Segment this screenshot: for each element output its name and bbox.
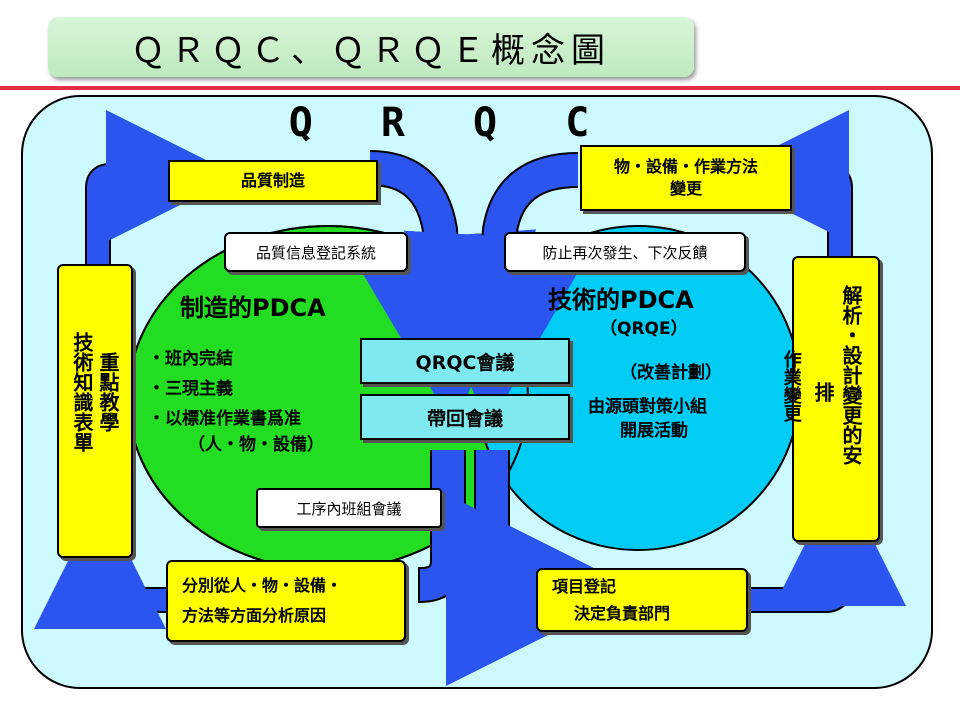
- key-teaching-text: 重點教學: [96, 352, 120, 432]
- right-pdca-activity-2: 開展活動: [620, 421, 688, 441]
- process-team-meeting-box: 工序內班組會議: [256, 488, 442, 528]
- right-pdca-circle: [475, 225, 801, 551]
- prevent-recurrence-box: 防止再次發生、下次反饋: [504, 232, 746, 272]
- quality-info-system-box: 品質信息登記系統: [224, 232, 408, 272]
- cause-analysis-line1: 分別從人・物・設備・: [182, 575, 343, 595]
- work-change-text: 作業變更: [780, 350, 802, 422]
- qrqc-heading: Q R Q C: [289, 100, 612, 146]
- change-box: 物・設備・作業方法 變更: [580, 145, 792, 211]
- item-registration-line1: 項目登記: [552, 576, 617, 596]
- cause-analysis-box: 分別從人・物・設備・ 方法等方面分析原因: [166, 560, 406, 642]
- title-divider: [0, 86, 960, 90]
- left-pdca-item-2: ・三現主義: [148, 379, 233, 399]
- cause-analysis-line2: 方法等方面分析原因: [182, 606, 327, 625]
- right-design-column: [792, 256, 880, 542]
- left-pdca-heading: 制造的PDCA: [180, 294, 326, 322]
- quality-manufacture-box: 品質制造: [168, 160, 378, 202]
- technical-knowledge-form-text: 技術知識表單: [70, 332, 94, 452]
- qrqc-meeting-box: QRQC會議: [360, 338, 570, 384]
- right-pdca-activity-1: 由源頭對策小組: [588, 397, 707, 417]
- left-pdca-item-3: ・以標准作業書爲准: [148, 409, 301, 429]
- item-registration-line2: 決定負責部門: [574, 604, 671, 623]
- left-pdca-item-4: （人・物・設備）: [188, 435, 324, 455]
- left-pdca-item-1: ・班內完結: [148, 349, 233, 369]
- change-box-line2: 變更: [669, 179, 702, 198]
- return-meeting-box: 帶回會議: [360, 394, 570, 440]
- analysis-design-change-text: 解析・設計變更的安: [839, 285, 863, 465]
- right-pdca-sub: （QRQE）: [600, 319, 688, 339]
- arrange-text: 排: [811, 382, 835, 402]
- right-pdca-plan: （改善計劃）: [620, 363, 722, 383]
- page-title: ＱＲＱＣ、ＱＲＱＥ概念圖: [48, 17, 694, 77]
- left-technical-column: 技術知識表單 重點教學: [57, 264, 133, 558]
- right-pdca-heading: 技術的PDCA: [548, 286, 694, 314]
- item-registration-box: 項目登記 決定負責部門: [536, 568, 748, 632]
- change-box-line1: 物・設備・作業方法: [613, 156, 758, 176]
